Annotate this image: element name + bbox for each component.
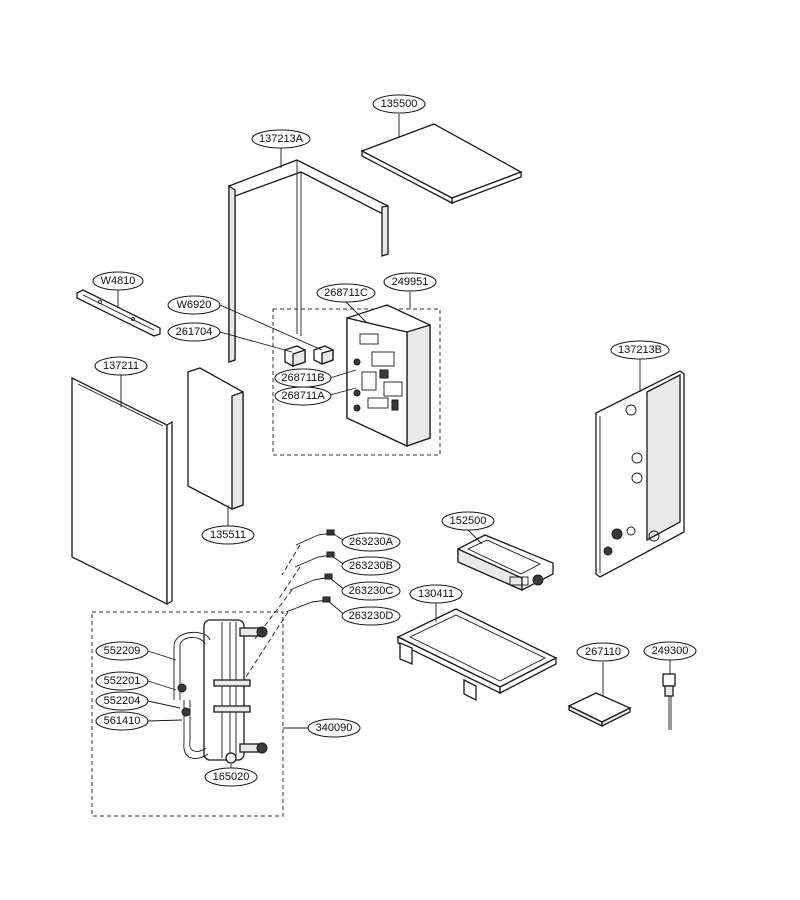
svg-text:137213B: 137213B xyxy=(618,344,662,356)
svg-text:552201: 552201 xyxy=(104,675,141,687)
callout-263230B: 263230B xyxy=(341,556,401,576)
callout-261704: 261704 xyxy=(167,322,221,342)
svg-text:W6920: W6920 xyxy=(177,299,212,311)
svg-text:267110: 267110 xyxy=(585,646,621,658)
callout-137211: 137211 xyxy=(94,356,148,376)
svg-text:135511: 135511 xyxy=(210,529,246,541)
callout-263230A: 263230A xyxy=(341,532,401,552)
callout-552204: 552204 xyxy=(95,691,149,711)
svg-text:W4810: W4810 xyxy=(101,275,136,287)
callout-249951: 249951 xyxy=(383,272,437,292)
svg-text:268711A: 268711A xyxy=(281,390,325,402)
callout-552201: 552201 xyxy=(95,671,149,691)
svg-text:263230A: 263230A xyxy=(349,536,394,548)
front-panel-part xyxy=(71,376,173,606)
callout-W4810: W4810 xyxy=(92,271,144,291)
svg-text:263230C: 263230C xyxy=(349,585,394,597)
control-box-part xyxy=(346,304,431,448)
svg-text:152500: 152500 xyxy=(450,515,487,527)
svg-text:165020: 165020 xyxy=(213,771,250,783)
callout-137213B: 137213B xyxy=(610,340,670,360)
svg-text:137213A: 137213A xyxy=(259,133,304,145)
callout-130411: 130411 xyxy=(409,584,463,604)
callout-267110: 267110 xyxy=(576,642,630,662)
svg-text:552204: 552204 xyxy=(104,695,141,707)
callout-W6920: W6920 xyxy=(167,295,221,315)
relay-parts xyxy=(284,345,334,367)
callout-165020: 165020 xyxy=(204,767,258,787)
callout-561410: 561410 xyxy=(95,711,149,731)
sensor-part xyxy=(662,673,676,730)
svg-text:249300: 249300 xyxy=(652,645,689,657)
svg-text:135500: 135500 xyxy=(381,98,418,110)
top-panel-part xyxy=(360,123,523,205)
heat-exchanger-group-outline xyxy=(91,611,284,817)
svg-text:268711C: 268711C xyxy=(324,287,368,299)
svg-text:130411: 130411 xyxy=(418,588,454,600)
callout-552209: 552209 xyxy=(95,641,149,661)
svg-text:263230B: 263230B xyxy=(349,560,393,572)
callout-135500: 135500 xyxy=(372,94,426,114)
callout-249300: 249300 xyxy=(643,641,697,661)
heat-exchanger-part xyxy=(173,619,268,764)
svg-text:552209: 552209 xyxy=(104,645,141,657)
svg-text:340090: 340090 xyxy=(316,722,353,734)
svg-text:261704: 261704 xyxy=(176,326,213,338)
svg-text:263230D: 263230D xyxy=(349,610,394,622)
callout-268711A: 268711A xyxy=(274,386,332,406)
bracket-part xyxy=(76,289,161,337)
drip-tray-part xyxy=(457,534,554,591)
svg-text:268711B: 268711B xyxy=(281,372,324,384)
side-panel-part xyxy=(595,370,685,578)
base-tray-part xyxy=(396,608,558,702)
svg-text:137211: 137211 xyxy=(103,360,139,372)
callout-340090: 340090 xyxy=(307,718,361,738)
svg-text:249951: 249951 xyxy=(392,276,429,288)
callout-135511: 135511 xyxy=(201,525,255,545)
callout-268711C: 268711C xyxy=(316,283,376,303)
callout-263230D: 263230D xyxy=(341,606,401,626)
callout-137213A: 137213A xyxy=(251,129,311,149)
control-box-group-outline xyxy=(272,308,441,456)
callout-268711B: 268711B xyxy=(274,368,332,388)
svg-text:561410: 561410 xyxy=(104,715,141,727)
wire-harness-parts xyxy=(285,529,335,613)
callout-263230C: 263230C xyxy=(341,581,401,601)
inner-panel-part xyxy=(187,367,244,510)
callout-152500: 152500 xyxy=(441,511,495,531)
pad-part xyxy=(567,692,632,728)
